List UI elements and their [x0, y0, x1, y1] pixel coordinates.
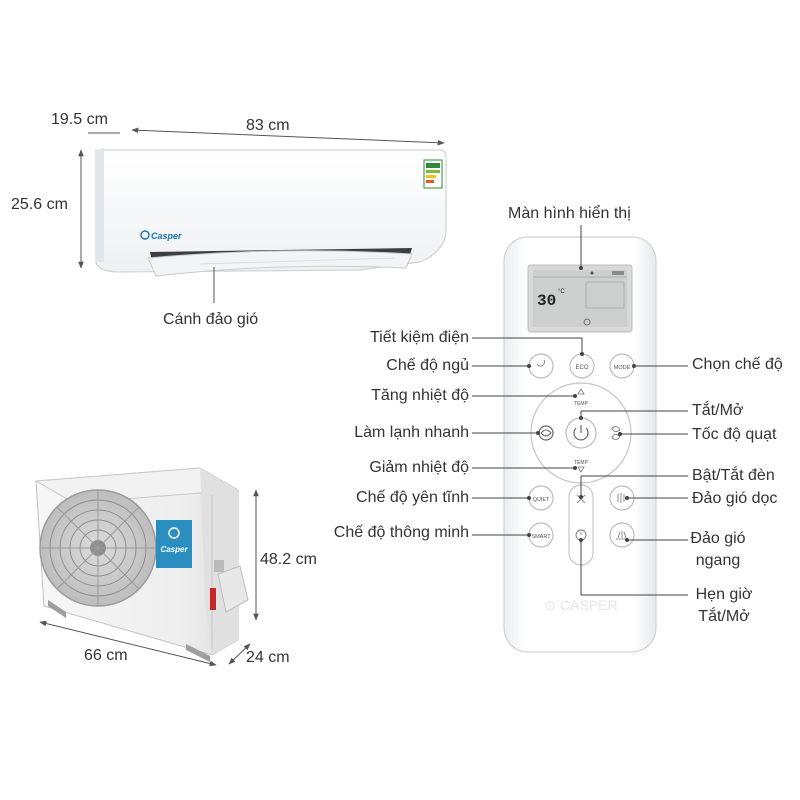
outdoor-brand-badge: [156, 520, 192, 568]
temp-up-label: Tăng nhiệt độ: [371, 387, 469, 404]
moon-icon: [536, 359, 545, 367]
outdoor-depth-line: [228, 643, 251, 665]
warning-label-icon: [210, 588, 216, 610]
mode-label: Chọn chế độ: [692, 356, 783, 373]
outdoor-width-line: [39, 620, 217, 667]
arrow-down-icon: [577, 466, 585, 473]
indoor-brand: Casper: [151, 231, 182, 241]
swing-horizontal-button[interactable]: [609, 522, 635, 548]
display-label: Màn hình hiển thị: [508, 205, 631, 222]
swing-horizontal-label-line2: ngang: [695, 552, 741, 569]
svg-text:MODE: MODE: [614, 365, 631, 371]
power-button[interactable]: [565, 417, 597, 449]
outdoor-brand: Casper: [160, 545, 188, 554]
svg-text:SMART: SMART: [531, 534, 551, 540]
eco-button[interactable]: ECO: [569, 353, 595, 379]
louver-label: Cánh đảo gió: [163, 311, 259, 328]
timer-label: Hẹn giờ Tắt/Mở: [688, 586, 760, 626]
indoor-width-line: [131, 127, 445, 146]
swing-horizontal-icon: [616, 531, 628, 540]
svg-text:ECO: ECO: [575, 365, 588, 371]
eco-label: Tiết kiệm điện: [370, 329, 469, 346]
mode-button[interactable]: MODE: [609, 353, 635, 379]
indoor-width-label: 83 cm: [246, 117, 290, 134]
indoor-height-label: 25.6 cm: [11, 196, 68, 213]
quiet-button[interactable]: QUIET: [528, 485, 554, 511]
temp-up-button[interactable]: TEMP: [574, 388, 589, 407]
fan-speed-label: Tốc độ quạt: [692, 426, 777, 443]
sleep-label: Chế độ ngủ: [386, 357, 469, 374]
smart-button[interactable]: SMART: [528, 522, 554, 548]
swing-vertical-label: Đảo gió dọc: [692, 490, 778, 507]
timer-label-line1: Hẹn giờ: [695, 586, 753, 603]
swing-horizontal-label: Đảo gió ngang: [690, 530, 746, 570]
outdoor-width-label: 66 cm: [84, 647, 128, 664]
sleep-button[interactable]: [528, 353, 554, 379]
timer-label-line2: Tắt/Mở: [698, 608, 750, 625]
outdoor-height-label: 48.2 cm: [260, 551, 317, 568]
turbo-label: Làm lạnh nhanh: [354, 424, 469, 441]
quiet-label: Chế độ yên tĩnh: [356, 489, 469, 506]
display-unit: °C: [558, 289, 565, 295]
leader-dots: [527, 266, 636, 542]
temp-down-button[interactable]: TEMP: [574, 460, 589, 473]
indoor-depth-label: 19.5 cm: [51, 111, 108, 128]
indoor-unit: Casper: [78, 127, 447, 303]
display-temp: 30: [537, 292, 556, 310]
arrow-up-icon: [577, 388, 585, 395]
light-label: Bật/Tắt đèn: [692, 467, 775, 484]
fan-grille-icon: [39, 489, 157, 607]
indoor-unit-body: [95, 149, 447, 273]
swing-horizontal-label-line1: Đảo gió: [690, 530, 746, 547]
remote-control: 30 °C ECO MODE TEMP TEMP: [503, 236, 657, 653]
temp-down-label: Giảm nhiệt độ: [369, 459, 469, 476]
casper-logo-icon: [140, 230, 150, 240]
outdoor-unit: Casper: [34, 467, 259, 667]
power-icon: [573, 427, 589, 441]
outdoor-depth-label: 24 cm: [246, 649, 290, 666]
power-label: Tắt/Mở: [692, 402, 744, 419]
svg-text:TEMP: TEMP: [574, 460, 589, 466]
leader-lines: [472, 225, 688, 596]
svg-text:⊙ CASPER: ⊙ CASPER: [544, 597, 617, 613]
indoor-louver: [147, 250, 413, 277]
svg-text:TEMP: TEMP: [574, 401, 589, 407]
svg-text:QUIET: QUIET: [533, 497, 550, 503]
swing-vertical-icon: [617, 493, 625, 503]
smart-label: Chế độ thông minh: [333, 524, 469, 541]
